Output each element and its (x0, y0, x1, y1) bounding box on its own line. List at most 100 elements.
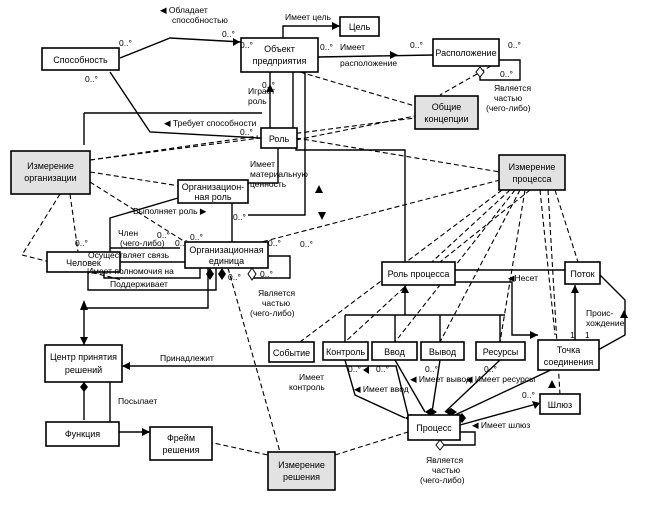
svg-text:расположение: расположение (340, 58, 397, 68)
svg-text:Член: Член (118, 228, 138, 238)
svg-text:материальную: материальную (250, 169, 308, 179)
node-obekt-predpriyatiya[interactable]: Объект предприятия (240, 37, 319, 73)
node-freym-resheniya[interactable]: Фрейм решения (149, 426, 213, 461)
svg-text:Осуществляет связь: Осуществляет связь (88, 250, 170, 260)
svg-text:◀ Имеет ресурсы: ◀ Имеет ресурсы (466, 374, 535, 384)
svg-text:Контроль: Контроль (326, 347, 365, 357)
svg-text:0..°: 0..° (260, 269, 273, 279)
svg-text:Общие: Общие (432, 102, 462, 112)
svg-text:хождение: хождение (586, 318, 625, 328)
svg-text:Является: Является (426, 455, 464, 465)
svg-text:0..°: 0..° (240, 127, 253, 137)
svg-text:Является: Является (494, 83, 532, 93)
node-shlyuz[interactable]: Шлюз (539, 393, 581, 415)
svg-text:0..°: 0..° (233, 212, 246, 222)
svg-text:Точка: Точка (557, 345, 580, 355)
svg-text:единица: единица (209, 256, 244, 266)
svg-text:0..°: 0..° (500, 69, 513, 79)
svg-text:частью: частью (262, 298, 291, 308)
multiplicity-labels: 0..° 0..° 0..° 0..° 0..° 0..° 0..° 0..° … (75, 29, 590, 400)
svg-text:◀ Требует способности: ◀ Требует способности (164, 118, 257, 128)
svg-text:Процесс: Процесс (416, 423, 452, 433)
node-chelovek[interactable]: Человек (46, 251, 121, 273)
svg-text:Имеет: Имеет (299, 372, 324, 382)
svg-text:0..°: 0..° (75, 238, 88, 248)
svg-text:Объект: Объект (264, 44, 295, 54)
svg-text:0..°: 0..° (348, 364, 361, 374)
svg-text:Роль процесса: Роль процесса (388, 269, 450, 279)
svg-text:ценность: ценность (250, 179, 287, 189)
svg-text:Принадлежит: Принадлежит (160, 353, 214, 363)
svg-text:частью: частью (432, 465, 461, 475)
svg-text:0..°: 0..° (410, 40, 423, 50)
svg-text:Измерение: Измерение (27, 161, 74, 171)
node-rol[interactable]: Роль (260, 127, 298, 149)
svg-text:Цель: Цель (349, 22, 371, 32)
svg-text:1: 1 (570, 330, 575, 340)
node-protsess[interactable]: Процесс (407, 414, 461, 441)
svg-text:Человек: Человек (66, 258, 101, 268)
svg-text:0..°: 0..° (240, 40, 253, 50)
svg-text:◀ Имеет вывод: ◀ Имеет вывод (410, 374, 471, 384)
svg-text:решения: решения (283, 472, 320, 482)
svg-text:Центр принятия: Центр принятия (50, 352, 117, 362)
node-izmerenie-organizatsii[interactable]: Измерение организации (10, 150, 91, 195)
svg-text:Измерение: Измерение (278, 460, 325, 470)
node-sobytie[interactable]: Событие (268, 341, 315, 363)
svg-text:Шлюз: Шлюз (548, 400, 572, 410)
node-tsentr-prinyatiya-resheniy[interactable]: Центр принятия решений (44, 344, 123, 383)
svg-text:0..°: 0..° (376, 364, 389, 374)
node-resursy[interactable]: Ресурсы (475, 341, 526, 361)
svg-text:◀Несет: ◀Несет (508, 273, 538, 283)
svg-text:0..°: 0..° (157, 230, 170, 240)
node-obshchie-kontseptsii[interactable]: Общие концепции (414, 95, 479, 130)
svg-text:0..°: 0..° (425, 364, 438, 374)
svg-text:роль: роль (248, 96, 267, 106)
svg-text:Имеет цель: Имеет цель (285, 12, 332, 22)
svg-text:Расположение: Расположение (435, 48, 496, 58)
svg-text:0..°: 0..° (222, 29, 235, 39)
svg-text:0..°: 0..° (484, 364, 497, 374)
svg-text:Имеет: Имеет (340, 42, 365, 52)
node-rol-protsessa[interactable]: Роль процесса (381, 261, 456, 286)
node-izmerenie-protsessa[interactable]: Измерение процесса (498, 154, 566, 191)
svg-text:способностью: способностью (172, 15, 229, 25)
svg-text:контроль: контроль (289, 382, 325, 392)
node-izmerenie-resheniya[interactable]: Измерение решения (267, 451, 336, 491)
svg-text:Играет: Играет (248, 86, 275, 96)
svg-text:◀ Имеет ввод: ◀ Имеет ввод (354, 384, 409, 394)
svg-text:(чего-либо): (чего-либо) (250, 308, 295, 318)
svg-text:Роль: Роль (269, 134, 290, 144)
svg-text:Функция: Функция (65, 429, 100, 439)
svg-text:предприятия: предприятия (253, 56, 307, 66)
svg-text:процесса: процесса (513, 174, 552, 184)
svg-text:частью: частью (494, 93, 523, 103)
svg-text:0..°: 0..° (320, 42, 333, 52)
node-vyvod[interactable]: Вывод (420, 341, 465, 361)
svg-text:Организационная: Организационная (189, 245, 263, 255)
node-vvod[interactable]: Ввод (371, 341, 418, 361)
svg-text:решения: решения (162, 445, 199, 455)
node-organizatsionnaya-edinitsa[interactable]: Организационная единица (184, 241, 269, 269)
svg-text:0..°: 0..° (522, 390, 535, 400)
svg-text:Проис-: Проис- (586, 308, 614, 318)
svg-text:(чего-либо): (чего-либо) (420, 475, 465, 485)
svg-text:0..°: 0..° (119, 38, 132, 48)
node-funktsiya[interactable]: Функция (45, 421, 120, 447)
svg-text:1: 1 (585, 330, 590, 340)
node-kontrol[interactable]: Контроль (322, 341, 369, 361)
node-tochka-soedineniya[interactable]: Точка соединения (537, 339, 600, 371)
node-organizatsionnaya-rol[interactable]: Организацион- ная роль (177, 179, 249, 204)
svg-text:0..°: 0..° (300, 239, 313, 249)
svg-text:Организацион-: Организацион- (182, 182, 244, 192)
node-tsel[interactable]: Цель (339, 16, 380, 37)
node-potok[interactable]: Поток (564, 261, 601, 285)
direction-markers (80, 22, 628, 436)
node-label: Способность (53, 55, 108, 65)
svg-text:0..°: 0..° (508, 40, 521, 50)
node-raspolozhenie[interactable]: Расположение (432, 38, 500, 67)
svg-text:0..°: 0..° (228, 272, 241, 282)
svg-text:(чего-либо): (чего-либо) (120, 238, 165, 248)
node-sposobnost[interactable]: Способность (41, 47, 120, 71)
svg-text:соединения: соединения (544, 357, 594, 367)
